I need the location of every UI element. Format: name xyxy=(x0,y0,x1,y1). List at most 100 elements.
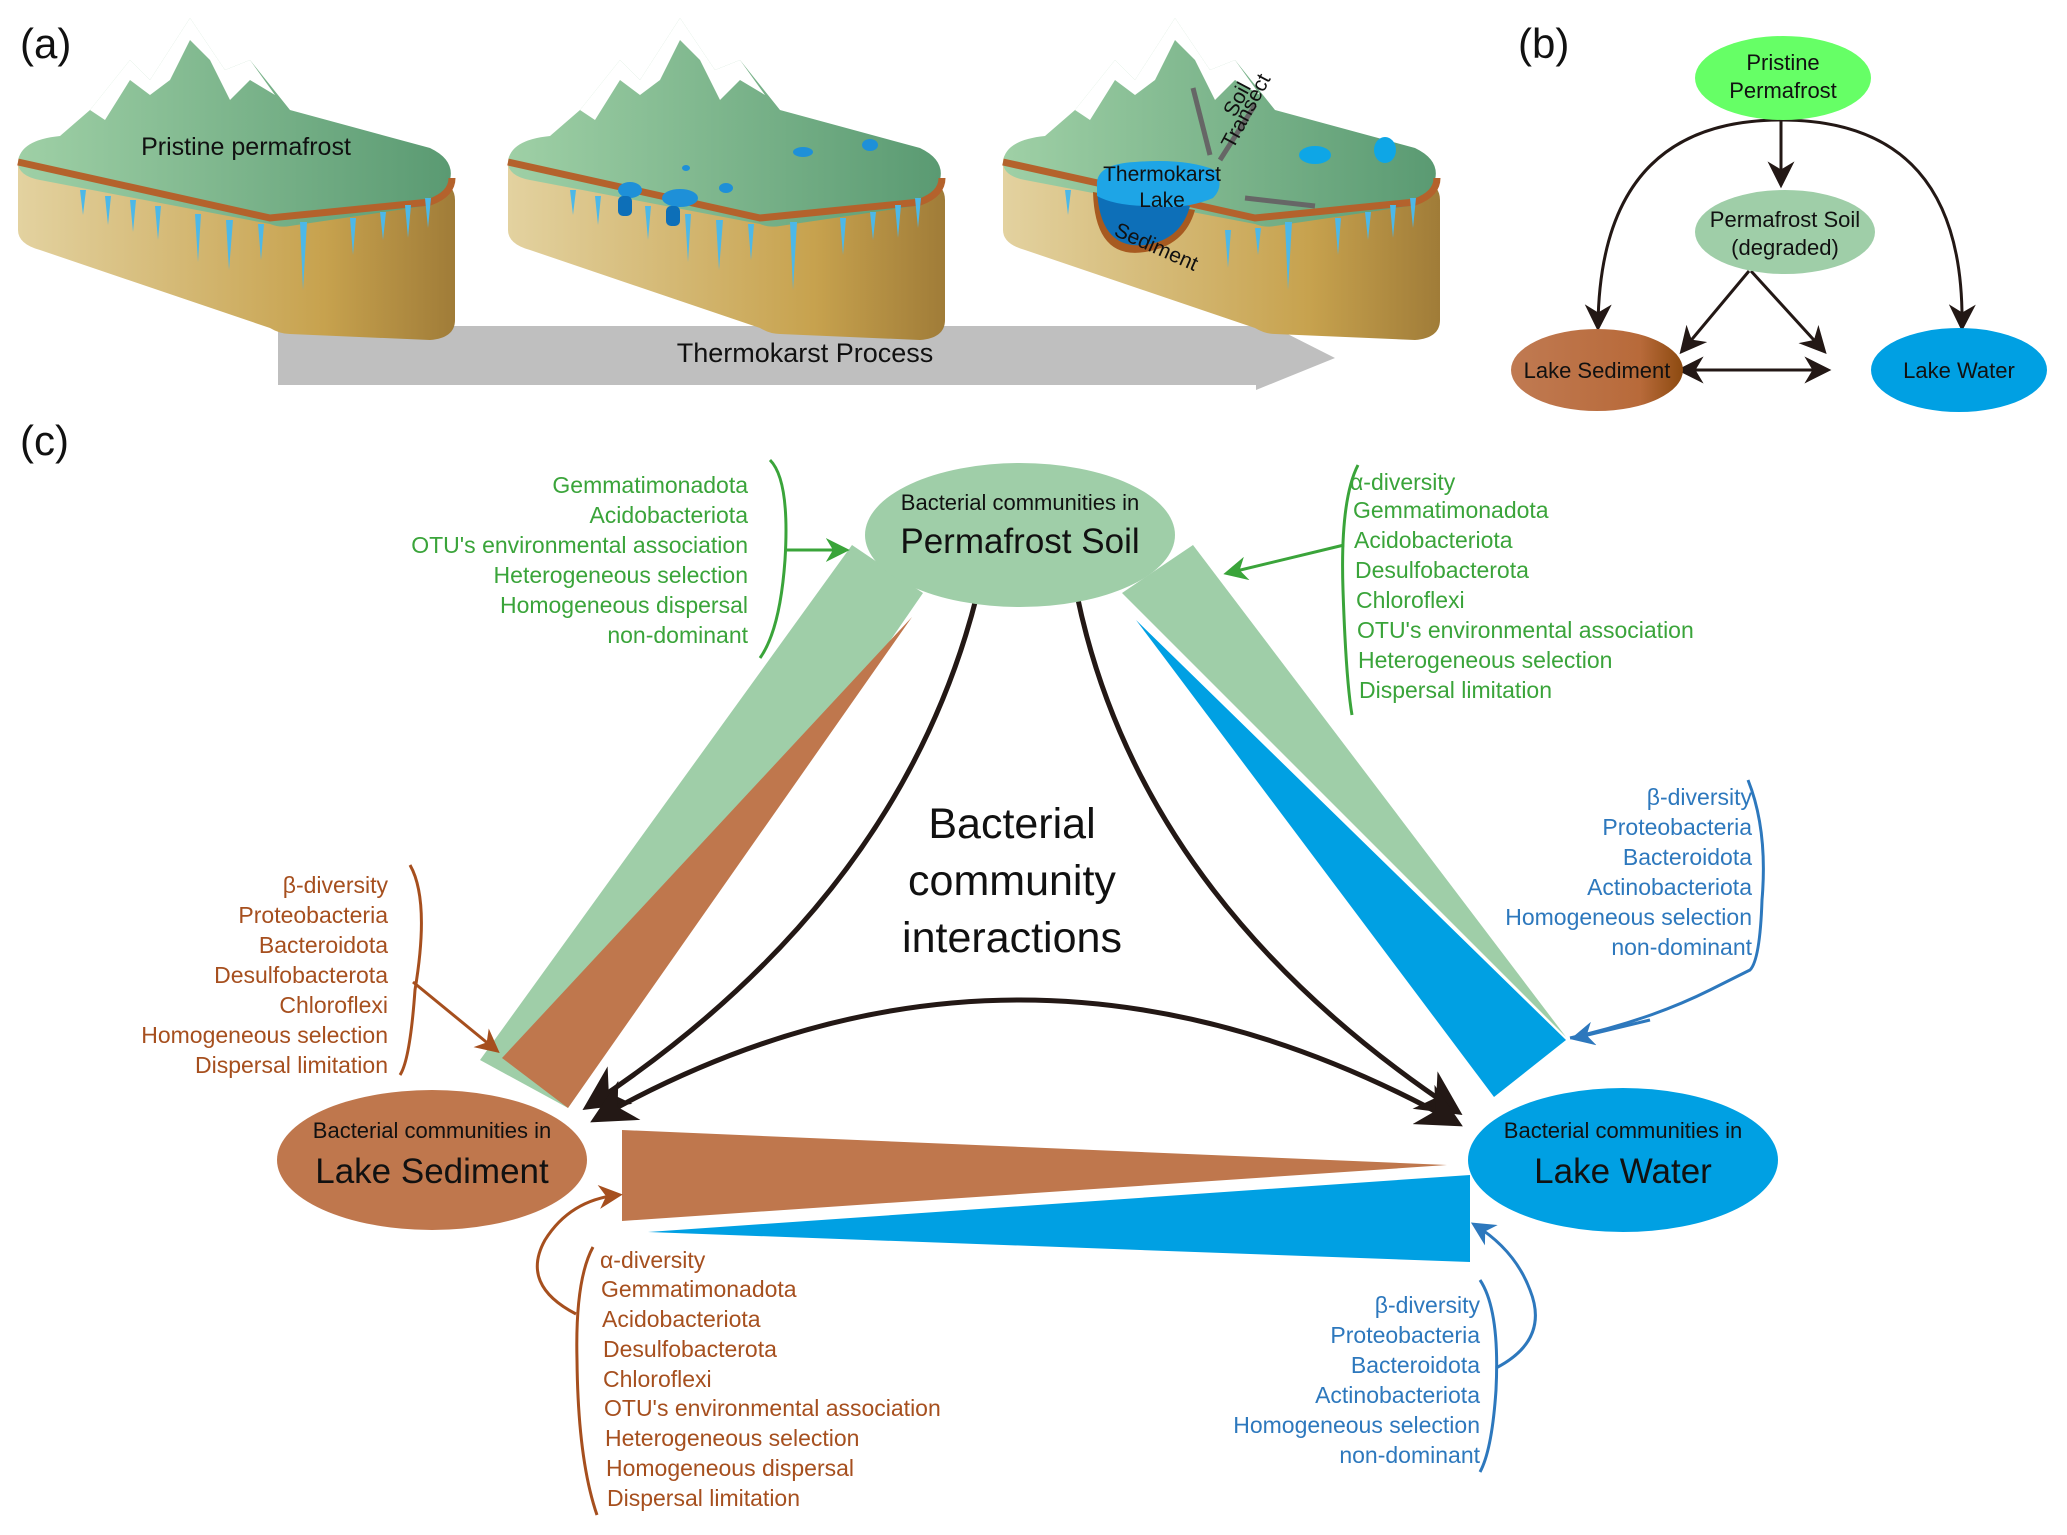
process-arrow-shape xyxy=(278,318,1335,390)
soil-transects xyxy=(1190,87,1316,209)
node-permafrost-soil xyxy=(865,463,1175,607)
arrow-pristine-to-sediment xyxy=(1584,118,1782,332)
list-item: β-diversity xyxy=(1647,784,1753,810)
wedge-water-to-sediment xyxy=(648,1175,1470,1262)
list-item: OTU's environmental association xyxy=(411,532,748,558)
arrow-water-lower xyxy=(1470,1222,1537,1370)
node-pristine-permafrost xyxy=(1695,36,1871,120)
list-item: β-diversity xyxy=(283,872,389,898)
panel-c-label: (c) xyxy=(20,417,69,464)
list-item: Bacteroidota xyxy=(259,932,388,958)
node-water-label: Lake Water xyxy=(1903,358,2015,383)
list-item: Homogeneous selection xyxy=(141,1022,388,1048)
list-item: Desulfobacterota xyxy=(603,1336,777,1362)
node-lake-water xyxy=(1468,1088,1778,1232)
list-item: Proteobacteria xyxy=(1330,1322,1480,1348)
center-title-line1: Bacterial xyxy=(928,800,1095,848)
list-soil-left: Gemmatimonadota Acidobacteriota OTU's en… xyxy=(411,472,748,648)
arrow-water-upper xyxy=(1570,1018,1651,1046)
list-item: non-dominant xyxy=(607,622,748,648)
permafrost-block-pristine: Pristine permafrost xyxy=(17,18,456,340)
arrow-soil-to-sediment xyxy=(1679,270,1751,355)
wedge-sediment-to-water xyxy=(622,1130,1447,1221)
permafrost-block-degrading xyxy=(507,18,946,340)
node-sediment-label: Lake Sediment xyxy=(1524,358,1671,383)
list-item: Bacteroidota xyxy=(1623,844,1752,870)
snow-cap xyxy=(90,18,275,120)
arrow-soil-to-water xyxy=(1749,269,1827,354)
pond xyxy=(1374,137,1396,163)
list-item: Heterogeneous selection xyxy=(1358,647,1612,673)
node-lake-water xyxy=(1871,328,2047,412)
lake-label: Lake xyxy=(1139,189,1185,212)
list-sediment-upper: β-diversity Proteobacteria Bacteroidota … xyxy=(141,872,388,1078)
list-water-upper: β-diversity Proteobacteria Bacteroidota … xyxy=(1505,784,1752,960)
list-item: non-dominant xyxy=(1339,1442,1480,1468)
list-item: Proteobacteria xyxy=(1602,814,1752,840)
ice-wedges xyxy=(570,190,921,290)
node-lake-sediment xyxy=(1511,329,1683,411)
list-item: Homogeneous dispersal xyxy=(500,592,748,618)
node-pristine-line2: Permafrost xyxy=(1729,78,1837,103)
snow-cap xyxy=(1075,18,1260,120)
ice-wedges xyxy=(80,190,431,290)
list-item: Acidobacteriota xyxy=(589,502,748,528)
list-item: Actinobacteriota xyxy=(1587,874,1752,900)
bracket-water-upper xyxy=(1569,779,1765,1040)
panel-a: (a) Thermokarst Process Pristine permafr… xyxy=(17,18,1441,390)
node-lake-sediment xyxy=(277,1090,587,1230)
list-sediment-lower: α-diversity Gemmatimonadota Acidobacteri… xyxy=(600,1247,941,1511)
panel-b-arrows xyxy=(1584,118,1976,384)
list-item: Desulfobacterota xyxy=(214,962,388,988)
list-item: Actinobacteriota xyxy=(1315,1382,1480,1408)
list-item: Gemmatimonadota xyxy=(601,1276,797,1302)
list-item: Acidobacteriota xyxy=(1354,527,1513,553)
list-item: Chloroflexi xyxy=(603,1366,712,1392)
panel-c: (c) Bacterial communities in Permafrost … xyxy=(20,417,1778,1516)
node-water-line1: Bacterial communities in xyxy=(1504,1118,1742,1143)
node-sediment-line1: Bacterial communities in xyxy=(313,1118,551,1143)
bracket-sediment-lower xyxy=(575,1246,599,1516)
list-item: Chloroflexi xyxy=(279,992,388,1018)
thaw-ponds xyxy=(618,139,878,226)
list-item: Acidobacteriota xyxy=(602,1306,761,1332)
bracket-soil-right xyxy=(1341,464,1360,716)
list-item: OTU's environmental association xyxy=(604,1395,941,1421)
node-water-line2: Lake Water xyxy=(1534,1152,1712,1191)
node-soil-line2: (degraded) xyxy=(1731,235,1839,260)
node-sediment-line2: Lake Sediment xyxy=(315,1152,549,1191)
arrow-sediment-water xyxy=(590,997,1463,1127)
list-item: Homogeneous selection xyxy=(1505,904,1752,930)
list-item: Dispersal limitation xyxy=(607,1485,800,1511)
node-soil-line2: Permafrost Soil xyxy=(900,522,1139,561)
list-item: α-diversity xyxy=(1350,469,1456,495)
list-item: OTU's environmental association xyxy=(1357,617,1694,643)
list-soil-right: α-diversity Gemmatimonadota Acidobacteri… xyxy=(1350,469,1694,703)
center-title-line3: interactions xyxy=(902,914,1122,962)
list-item: Chloroflexi xyxy=(1356,587,1465,613)
thermokarst-process-arrow: Thermokarst Process xyxy=(278,318,1335,390)
arrow-sediment-lower xyxy=(535,1185,623,1316)
arrow-sediment-upper xyxy=(412,980,500,1054)
interaction-arrows xyxy=(582,594,1463,1127)
node-permafrost-soil xyxy=(1695,190,1875,274)
list-item: Dispersal limitation xyxy=(1359,677,1552,703)
list-item: Bacteroidota xyxy=(1351,1352,1480,1378)
arrow-soil-to-water xyxy=(1074,594,1463,1115)
list-item: Heterogeneous selection xyxy=(605,1425,859,1451)
list-water-lower: β-diversity Proteobacteria Bacteroidota … xyxy=(1233,1292,1480,1468)
arrow-pristine-to-water xyxy=(1780,118,1976,332)
arrow-soil-to-sediment xyxy=(582,594,980,1110)
wedge-sediment-to-soil xyxy=(502,617,912,1108)
list-item: Homogeneous dispersal xyxy=(606,1455,854,1481)
center-title-line2: community xyxy=(908,857,1116,905)
snow-cap xyxy=(580,18,765,120)
list-brackets xyxy=(398,458,1765,1516)
bracket-water-lower xyxy=(1478,1279,1499,1473)
thermokarst-lake xyxy=(1096,161,1220,207)
list-item: β-diversity xyxy=(1375,1292,1481,1318)
list-item: Desulfobacterota xyxy=(1355,557,1529,583)
list-item: Dispersal limitation xyxy=(195,1052,388,1078)
arrow-soil-right xyxy=(1223,543,1345,581)
